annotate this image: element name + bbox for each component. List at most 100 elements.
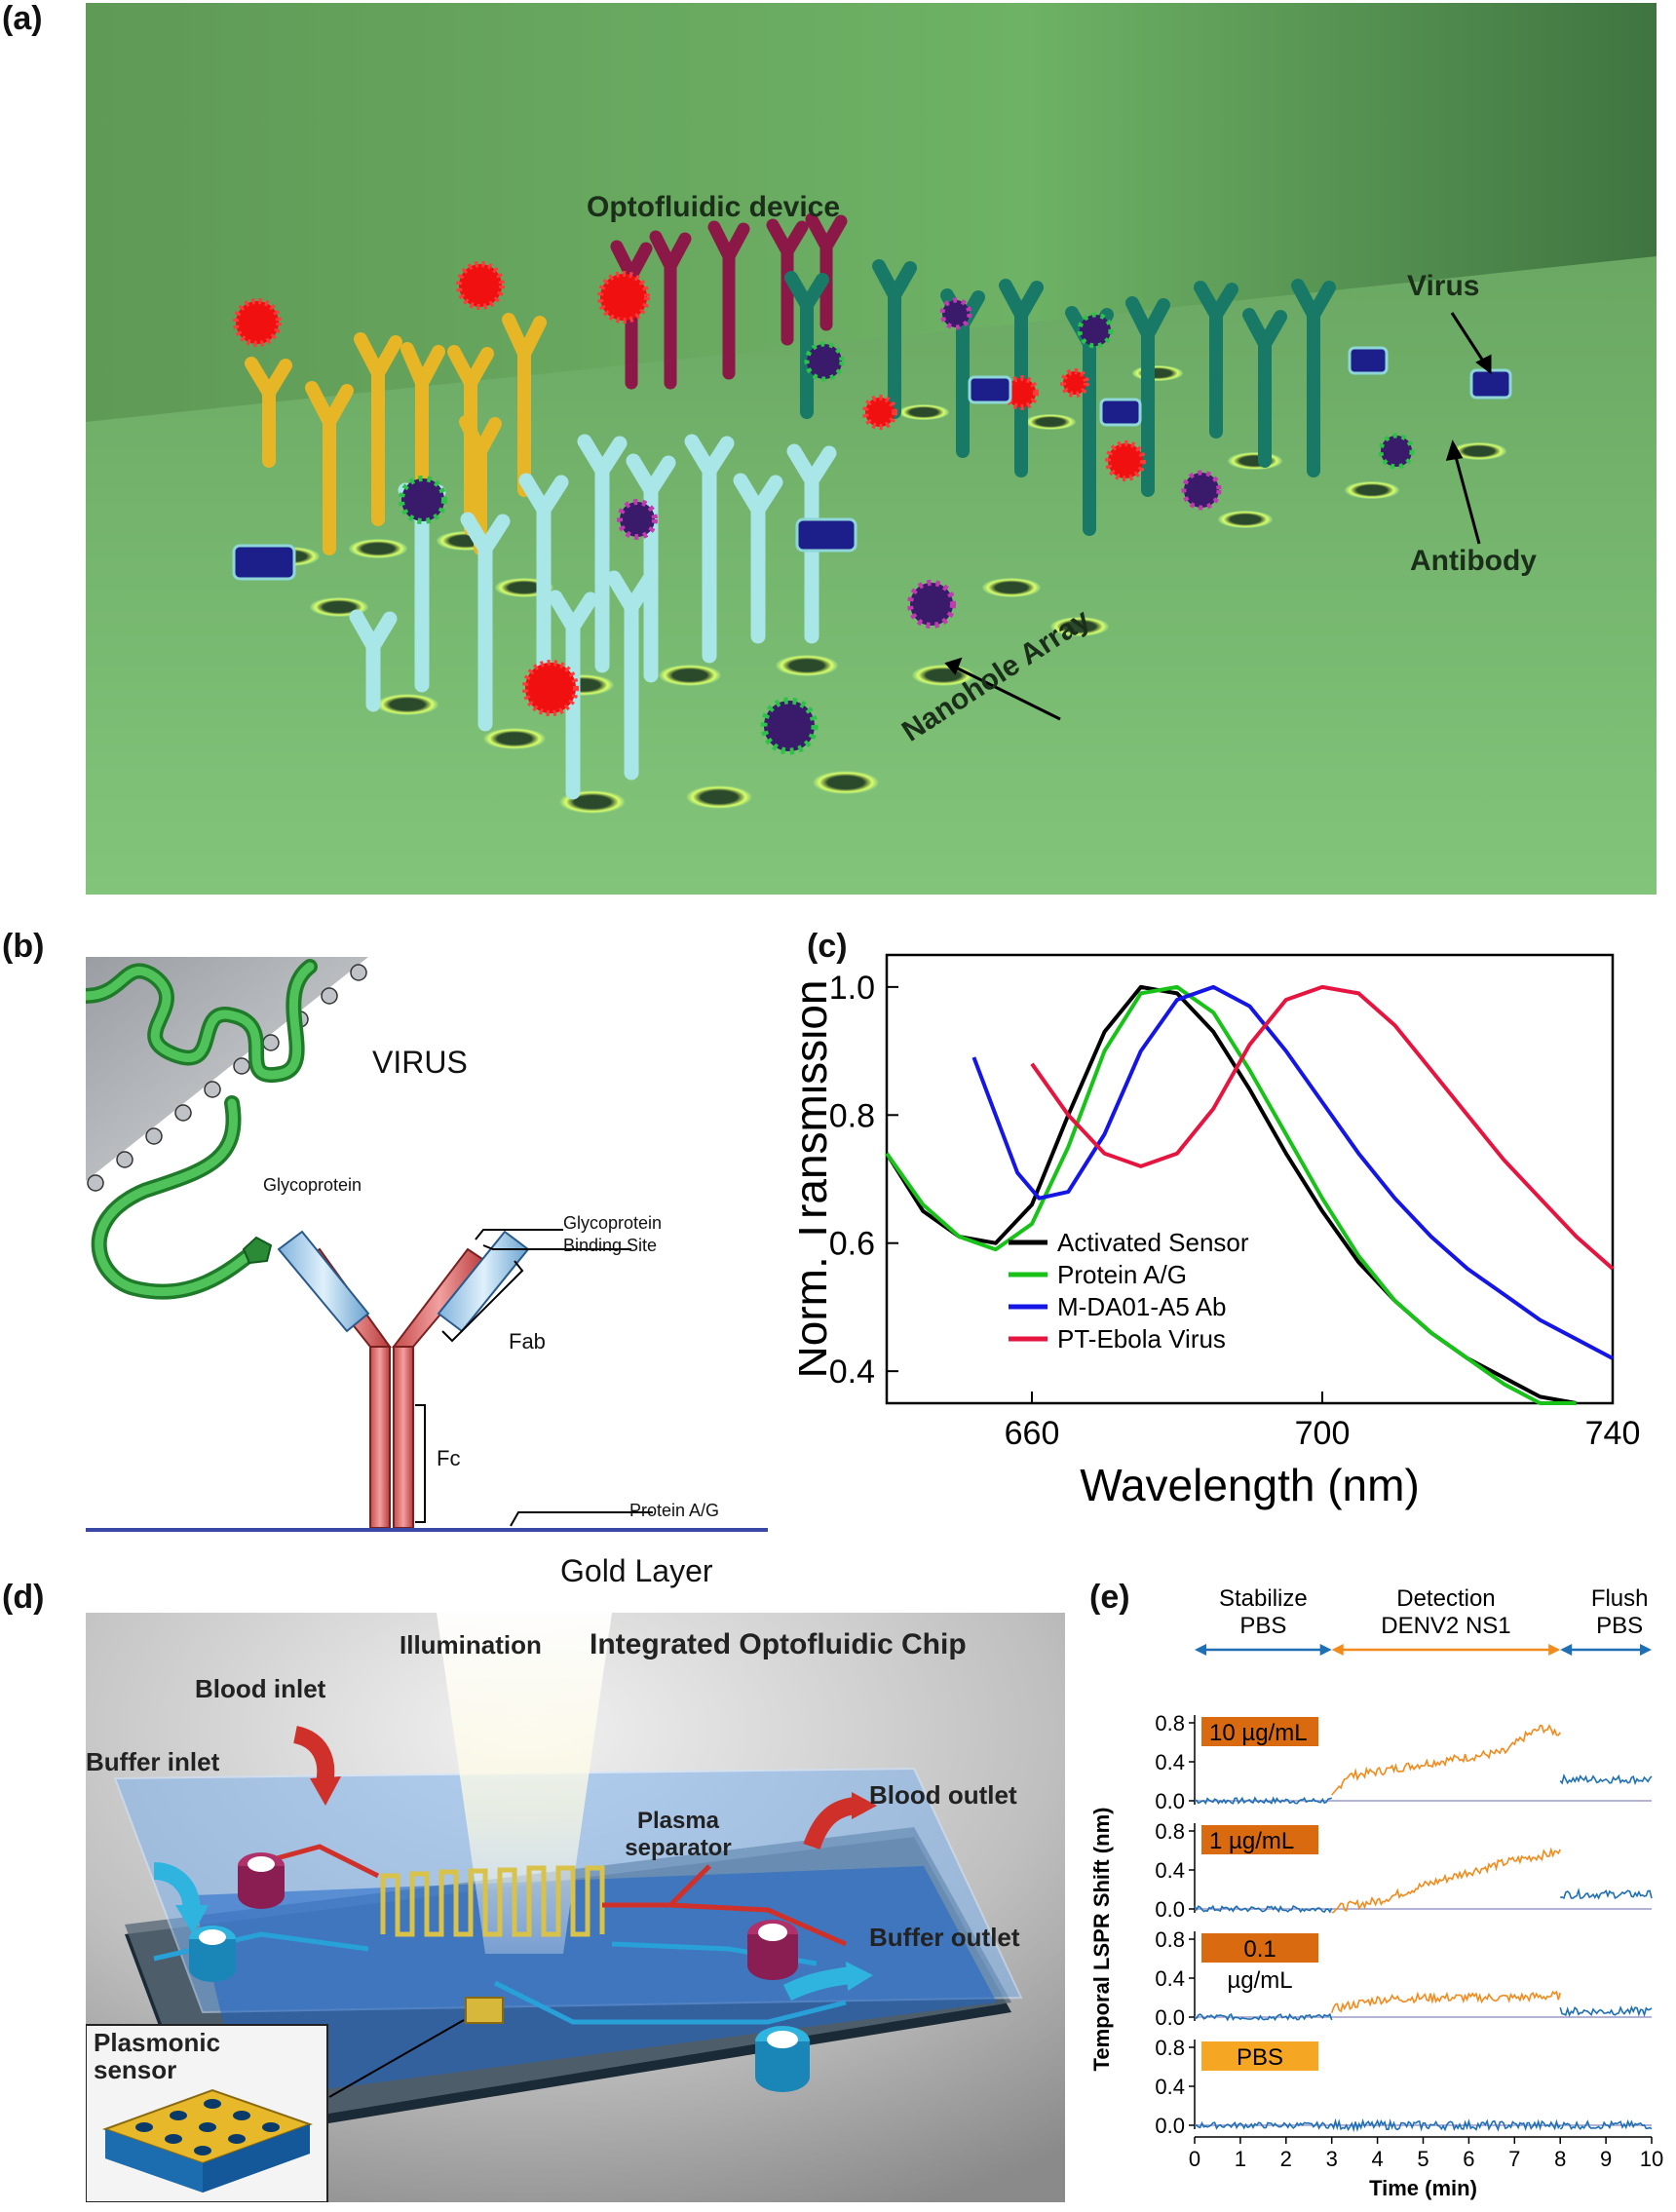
phase-detection-sub: DENV2 NS1 (1381, 1613, 1510, 1639)
phase-stabilize-sub: PBS (1239, 1613, 1286, 1639)
y-tick-label: 0.8 (1155, 1927, 1185, 1952)
phase-stabilize-title: Stabilize (1219, 1585, 1308, 1612)
x-tick-label: 1 (1235, 2147, 1246, 2171)
trace-flush (1559, 2118, 1653, 2131)
annotation-arrows (944, 312, 1492, 721)
buffer-inlet-arrow (153, 1862, 201, 1911)
x-axis-label-e: Time (min) (1369, 2176, 1477, 2200)
label-illumination: Illumination (400, 1630, 542, 1659)
lspr-shift-chart: Stabilize PBS Detection DENV2 NS1 Flush … (1089, 1585, 1663, 2200)
antibody-y (277, 1230, 530, 1529)
label-blood-outlet: Blood outlet (869, 1780, 1017, 1810)
phase-arrow-head (1548, 1644, 1561, 1656)
subplot-2: 0.0 0.4 0.8 1 µg/mL (1155, 1819, 1653, 1922)
panel-a-title: Optofluidic device (587, 191, 841, 223)
trace-flush (1559, 1773, 1653, 1786)
antibody-group-yellow (245, 313, 547, 555)
x-axis-label: Wavelength (nm) (1080, 1460, 1420, 1510)
blood-outlet-arrow (803, 1797, 857, 1850)
panel-d-illustration (86, 1613, 1065, 2202)
legend-entry: PT-Ebola Virus (1057, 1324, 1226, 1354)
phase-arrow-head (1331, 1644, 1344, 1656)
phase-detection-title: Detection (1396, 1585, 1495, 1612)
y-tick-label: 0.4 (1155, 1858, 1185, 1883)
legend-entry: M-DA01-A5 Ab (1057, 1292, 1226, 1321)
sensor-pointer (328, 2019, 465, 2098)
trace-stabilize (1194, 1904, 1333, 1914)
label-antibody: Antibody (1410, 545, 1537, 577)
label-plasma-line1: Plasma (636, 1808, 720, 1834)
series-line-4 (1030, 984, 1615, 1271)
x-tick-label: 3 (1326, 2147, 1338, 2171)
panel-a-label: (a) (2, 0, 43, 37)
x-tick-label: 660 (1005, 1415, 1060, 1452)
ports (189, 1852, 810, 2092)
label-buffer-inlet: Buffer inlet (86, 1747, 220, 1776)
concentration-badge (1201, 1717, 1319, 1746)
concentration-badge (1201, 1933, 1319, 1963)
concentration-badge (1201, 1825, 1319, 1854)
badge-unit: µg/mL (1227, 1967, 1292, 1994)
label-fc: Fc (437, 1446, 461, 1470)
series-line-1 (885, 984, 1578, 1405)
buffer-outlet-arrow (782, 1966, 853, 2002)
label-blood-inlet: Blood inlet (195, 1674, 326, 1703)
phase-arrows (1195, 1644, 1652, 1656)
phase-arrow-head (1195, 1644, 1206, 1656)
x-tick-label: 7 (1508, 2147, 1520, 2171)
subplot-1: 0.0 0.4 0.8 10 µg/mL (1155, 1711, 1653, 1813)
y-tick-label: 0.4 (1155, 1750, 1185, 1774)
badge-label: 10 µg/mL (1209, 1720, 1308, 1746)
trace-detection (1331, 1724, 1561, 1796)
y-axis-label-e: Temporal LSPR Shift (nm) (1089, 1808, 1114, 2072)
label-virus-b: VIRUS (372, 1045, 468, 1080)
x-tick-label: 9 (1600, 2147, 1612, 2171)
label-sensor-line2: sensor (94, 2055, 177, 2084)
y-tick-label: 1.0 (829, 970, 875, 1007)
y-tick-label: 0.8 (1155, 1819, 1185, 1844)
concentration-badge (1201, 2041, 1319, 2071)
y-tick-label: 0.0 (1155, 1897, 1185, 1922)
trace-detection (1330, 1990, 1561, 2013)
trace-flush (1559, 2004, 1653, 2018)
lipid-heads (87, 964, 367, 1192)
y-tick-label: 0.0 (1155, 1789, 1185, 1813)
y-axis-label: Norm. Transmission (799, 980, 836, 1379)
trace-detection (1330, 2117, 1561, 2133)
label-binding-site-2: Binding Site (563, 1236, 658, 1255)
series-line-2 (885, 984, 1577, 1405)
trace-stabilize (1195, 2012, 1333, 2022)
x-tick-label: 10 (1640, 2147, 1663, 2171)
x-tick-label: 2 (1280, 2147, 1292, 2171)
phase-flush-title: Flush (1591, 1585, 1649, 1612)
label-buffer-outlet: Buffer outlet (869, 1923, 1020, 1952)
label-plasma-separator: Plasma separator (610, 1808, 746, 1862)
phase-flush-sub: PBS (1596, 1613, 1643, 1639)
phase-headers: Stabilize PBS Detection DENV2 NS1 Flush … (1219, 1585, 1649, 1639)
blood-inlet-arrow (292, 1726, 335, 1785)
virus-spiky-group (399, 297, 1415, 755)
legend-entry: Activated Sensor (1057, 1228, 1249, 1257)
badge-label: 1 µg/mL (1209, 1828, 1294, 1854)
y-tick-label: 0.8 (1155, 1711, 1185, 1735)
y-tick-label: 0.4 (1155, 2075, 1185, 2099)
bracket-lines (415, 1229, 653, 1527)
virus-red-group (233, 261, 1146, 716)
plasmonic-sensor-chip (465, 1997, 504, 2024)
x-tick-label: 5 (1417, 2147, 1428, 2171)
panel-b-label: (b) (2, 928, 45, 965)
label-plasma-line2: separator (625, 1835, 732, 1861)
trace-stabilize (1194, 1796, 1332, 1806)
panel-d-title: Integrated Optofluidic Chip (590, 1628, 967, 1660)
blood-channel (265, 1844, 848, 1947)
badge-label: 0.1 (1243, 1936, 1276, 1963)
x-tick-label: 4 (1371, 2147, 1383, 2171)
trace-detection (1331, 1847, 1561, 1914)
trace-stabilize (1194, 2120, 1333, 2130)
label-sensor-line1: Plasmonic (94, 2028, 221, 2057)
label-plasmonic-sensor: Plasmonic sensor (94, 2029, 220, 2083)
virus-blue-group (232, 346, 1512, 581)
